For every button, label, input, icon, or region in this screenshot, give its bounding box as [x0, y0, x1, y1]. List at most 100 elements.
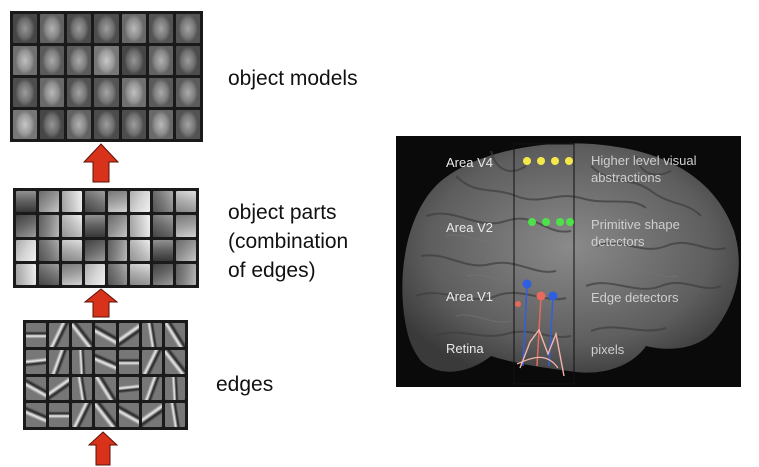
gabor-edge-filter-tile: [141, 323, 162, 347]
part-filter-tile: [153, 239, 174, 261]
face-filter-tile: [148, 78, 173, 107]
object-models-filter-grid: [10, 11, 203, 142]
v2-neuron-marker: [556, 218, 564, 226]
face-filter-tile: [13, 46, 38, 75]
v2-neuron-marker: [566, 218, 574, 226]
gabor-edge-filter-tile: [141, 376, 162, 401]
v1-neuron-stem: [548, 295, 554, 367]
face-filter-tile: [121, 78, 146, 107]
part-filter-tile: [61, 263, 82, 285]
retina-neuron-marker: [515, 301, 521, 307]
area-v2-label: Area V2: [446, 220, 493, 235]
area-v4-label: Area V4: [446, 155, 493, 170]
part-filter-tile: [176, 215, 196, 237]
face-filter-tile: [13, 14, 38, 43]
face-filter-tile: [67, 110, 92, 139]
object-parts-label: object parts (combination of edges): [228, 201, 349, 282]
part-filter-tile: [61, 215, 82, 237]
part-filter-tile: [107, 239, 128, 261]
part-filter-tile: [153, 263, 174, 285]
object-parts-filter-grid: [13, 188, 199, 288]
gabor-edge-filter-tile: [118, 403, 139, 427]
gabor-edge-filter-tile: [49, 403, 70, 427]
part-filter-tile: [176, 239, 196, 261]
part-filter-tile: [38, 215, 59, 237]
part-filter-tile: [38, 263, 59, 285]
v2-description: Primitive shape detectors: [591, 217, 680, 249]
face-filter-tile: [148, 46, 173, 75]
retina-signal-icon: [516, 328, 565, 377]
gabor-edge-filter-tile: [26, 376, 47, 401]
part-filter-tile: [107, 263, 128, 285]
gabor-edge-filter-tile: [95, 403, 116, 427]
face-filter-tile: [40, 110, 65, 139]
part-filter-tile: [107, 191, 128, 213]
gabor-edge-filter-tile: [49, 376, 70, 401]
gabor-edge-filter-tile: [95, 349, 116, 374]
face-filter-tile: [175, 78, 200, 107]
v1-neuron-marker: [522, 279, 532, 289]
up-arrow-icon: [84, 288, 118, 318]
v4-description: Higher level visual abstractions: [591, 153, 697, 185]
brain-illustration: [402, 143, 739, 385]
edges-filter-grid: [23, 320, 188, 430]
edges-label: edges: [216, 373, 274, 396]
face-filter-tile: [40, 14, 65, 43]
face-filter-tile: [67, 46, 92, 75]
part-filter-tile: [38, 191, 59, 213]
part-filter-tile: [176, 191, 196, 213]
face-filter-tile: [94, 46, 119, 75]
gabor-edge-filter-tile: [118, 323, 139, 347]
gabor-edge-filter-tile: [26, 349, 47, 374]
gabor-edge-filter-tile: [164, 323, 185, 347]
object-models-label: object models: [228, 67, 358, 90]
retina-label: Retina: [446, 341, 484, 356]
gabor-edge-filter-tile: [141, 403, 162, 427]
v2-neuron-marker: [542, 218, 550, 226]
gabor-edge-filter-tile: [118, 349, 139, 374]
face-filter-tile: [67, 14, 92, 43]
face-filter-tile: [121, 14, 146, 43]
gabor-edge-filter-tile: [72, 323, 93, 347]
face-filter-tile: [40, 78, 65, 107]
retina-description: pixels: [591, 342, 625, 357]
face-filter-tile: [94, 78, 119, 107]
part-filter-tile: [84, 191, 105, 213]
up-arrow-icon: [88, 431, 118, 466]
gabor-edge-filter-tile: [164, 349, 185, 374]
part-filter-tile: [16, 215, 36, 237]
part-filter-tile: [61, 239, 82, 261]
face-filter-tile: [121, 46, 146, 75]
face-filter-tile: [13, 78, 38, 107]
gabor-edge-filter-tile: [26, 323, 47, 347]
gabor-edge-filter-tile: [95, 376, 116, 401]
part-filter-tile: [107, 215, 128, 237]
part-filter-tile: [130, 191, 151, 213]
face-filter-tile: [175, 14, 200, 43]
gabor-edge-filter-tile: [49, 323, 70, 347]
part-filter-tile: [130, 239, 151, 261]
v4-neuron-marker: [565, 157, 573, 165]
face-filter-tile: [94, 110, 119, 139]
face-filter-tile: [40, 46, 65, 75]
v4-neuron-marker: [523, 157, 531, 165]
face-filter-tile: [67, 78, 92, 107]
gabor-edge-filter-tile: [49, 349, 70, 374]
v1-neuron-marker: [548, 291, 558, 301]
up-arrow-icon: [83, 143, 119, 183]
part-filter-tile: [61, 191, 82, 213]
gabor-edge-filter-tile: [72, 376, 93, 401]
gabor-edge-filter-tile: [95, 323, 116, 347]
v2-neuron-marker: [528, 218, 536, 226]
part-filter-tile: [153, 215, 174, 237]
face-filter-tile: [175, 46, 200, 75]
v1-description: Edge detectors: [591, 290, 679, 305]
gabor-edge-filter-tile: [164, 403, 185, 427]
part-filter-tile: [84, 239, 105, 261]
part-filter-tile: [130, 263, 151, 285]
part-filter-tile: [16, 239, 36, 261]
v4-neuron-marker: [537, 157, 545, 165]
v1-neuron-marker: [536, 291, 546, 301]
part-filter-tile: [84, 263, 105, 285]
gabor-edge-filter-tile: [26, 403, 47, 427]
